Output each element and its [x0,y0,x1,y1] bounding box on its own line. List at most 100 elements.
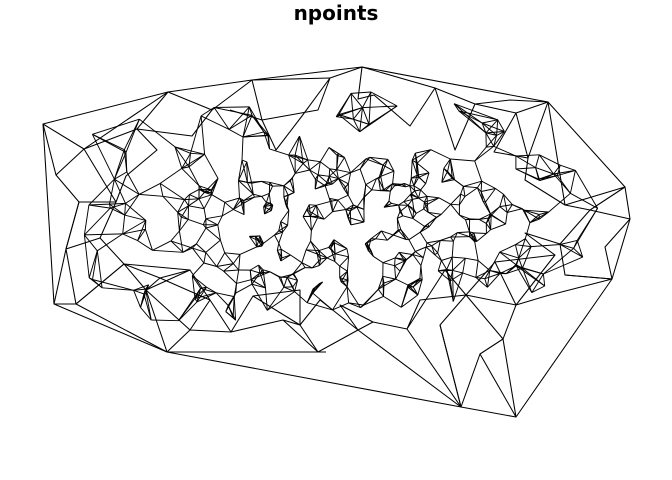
mesh-edge [407,204,417,214]
mesh-edge [489,270,501,274]
mesh-edge [191,275,201,289]
mesh-edge [184,199,189,207]
mesh-edge [419,231,428,244]
mesh-edge [256,242,264,248]
mesh-edge [493,135,498,147]
mesh-edge [462,258,466,273]
mesh-edge [109,204,111,209]
mesh-edge [411,176,419,179]
mesh-edge [403,198,413,203]
mesh-edge [254,195,262,198]
mesh-edge [184,198,199,201]
mesh-edge [228,114,253,130]
mesh-edge [487,273,501,288]
mesh-edge [474,146,487,162]
mesh-edge [490,213,506,225]
mesh-edge [194,292,217,299]
mesh-edge [441,168,445,183]
mesh-edge [553,169,576,175]
mesh-edge [159,168,183,184]
mesh-edge [113,152,127,180]
mesh-edge [174,146,205,155]
mesh-edge [243,196,255,204]
mesh-edge [227,305,237,321]
mesh-edge [266,286,285,311]
mesh-edge [290,254,303,264]
mesh-edge [505,212,508,225]
mesh-edge [559,244,583,258]
mesh-edge [327,178,339,184]
mesh-edge [84,234,98,252]
mesh-edge [499,265,517,274]
mesh-edge [443,158,451,169]
mesh-edge [242,135,268,138]
mesh-edge [316,200,332,206]
mesh-edge [524,209,540,215]
mesh-edge [452,256,466,259]
mesh-edge [475,276,485,280]
mesh-edge [295,169,310,174]
mesh-edge [92,118,140,135]
mesh-edge [294,135,300,156]
mesh-edge [299,135,309,161]
mesh-edge [452,272,464,302]
mesh-edge [427,223,430,228]
mesh-edge [92,279,134,291]
mesh-edge [399,251,413,256]
mesh-edge [110,202,126,209]
mesh-edge [315,205,319,217]
mesh-edge [329,197,338,201]
mesh-edge [198,185,212,191]
mesh-edge [473,232,476,242]
mesh-edge [294,291,308,304]
mesh-edge [188,166,200,187]
mesh-edge [426,242,432,247]
mesh-edge [414,190,419,199]
mesh-edge [337,178,345,190]
mesh-edge [553,173,571,194]
mesh-edge [441,179,455,183]
mesh-edge [484,278,488,288]
mesh-edge [490,206,501,216]
mesh-edge [250,279,266,289]
mesh-edge [439,324,481,408]
mesh-edge [459,214,470,220]
mesh-edge [152,240,172,251]
mesh-edge [283,277,288,288]
mesh-edge [425,242,428,248]
mesh-edge [217,224,221,241]
mesh-edge [294,154,308,161]
mesh-edge [181,168,200,187]
mesh-edge [380,230,388,241]
mesh-edge [88,250,98,278]
mesh-edge [450,236,454,242]
mesh-edge [485,132,497,136]
mesh-edge [138,182,161,195]
mesh-edge [415,246,427,252]
mesh-edge [338,114,361,133]
mesh-edge [512,204,525,211]
mesh-edge [410,178,415,186]
mesh-edge [325,183,333,187]
mesh-edge [192,243,197,249]
mesh-edge [308,204,311,217]
mesh-edge [347,194,354,206]
mesh-edge [365,158,384,166]
mesh-edge [569,170,576,194]
mesh-edge [350,168,361,174]
mesh-edge [299,136,304,164]
mesh-edge [302,159,309,164]
mesh-edge [215,292,229,306]
mesh-edge [450,203,460,206]
mesh-edge [371,189,381,192]
mesh-edge [177,211,189,220]
mesh-edge [123,263,191,291]
mesh-edge [299,299,374,331]
mesh-edge [261,180,273,187]
mesh-edge [450,158,475,162]
mesh-edge [274,234,280,244]
mesh-edge [320,161,330,170]
mesh-edge [301,262,306,268]
mesh-edge [213,107,230,130]
mesh-edge [503,193,513,205]
